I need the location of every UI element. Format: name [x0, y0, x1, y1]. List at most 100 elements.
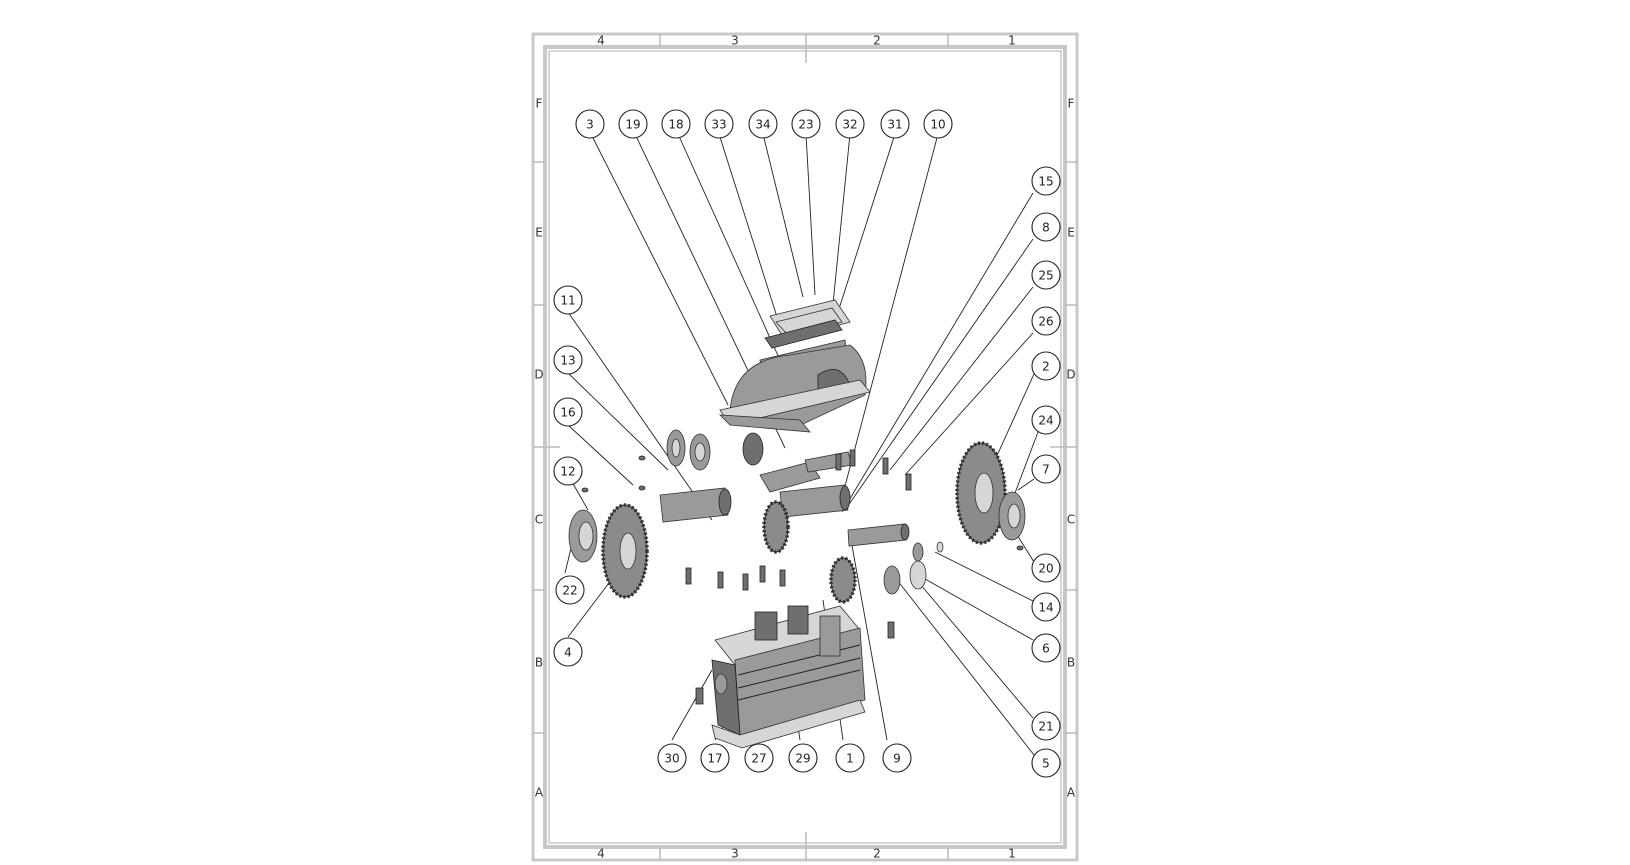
- item-balloon-circle: [657, 743, 687, 773]
- item-balloon-circle: [661, 109, 691, 139]
- item-balloon-circle: [744, 743, 774, 773]
- item-balloon-circle: [791, 109, 821, 139]
- item-balloon-circle: [553, 397, 583, 427]
- item-balloon: 5: [1031, 748, 1061, 778]
- item-balloon-circle: [1031, 454, 1061, 484]
- item-balloon: 1: [835, 743, 865, 773]
- item-balloon: 21: [1031, 711, 1061, 741]
- item-balloon-circle: [1031, 553, 1061, 583]
- item-balloon-circle: [618, 109, 648, 139]
- item-balloon: 17: [700, 743, 730, 773]
- item-balloon-number: 13: [560, 354, 575, 368]
- item-balloon: 4: [553, 637, 583, 667]
- zone-row-right-label: C: [1067, 513, 1075, 527]
- item-balloon-circle: [555, 575, 585, 605]
- zone-row-right-label: A: [1067, 786, 1076, 800]
- item-balloon-circle: [923, 109, 953, 139]
- item-balloon-circle: [700, 743, 730, 773]
- item-balloon: 12: [553, 456, 583, 486]
- item-balloon: 16: [553, 397, 583, 427]
- item-balloon-number: 25: [1038, 269, 1053, 283]
- item-balloon-number: 27: [751, 752, 766, 766]
- item-balloon-number: 33: [711, 118, 726, 132]
- zone-row-left-label: E: [535, 226, 543, 240]
- item-balloon-circle: [835, 743, 865, 773]
- item-balloon-number: 24: [1038, 414, 1053, 428]
- zone-row-left-label: A: [535, 786, 544, 800]
- zone-column-bottom-label: 3: [731, 847, 739, 861]
- item-balloon-number: 14: [1038, 601, 1053, 615]
- item-balloon: 13: [553, 345, 583, 375]
- item-balloon-number: 32: [842, 118, 857, 132]
- item-balloon: 19: [618, 109, 648, 139]
- zone-column-top-label: 4: [597, 34, 605, 48]
- item-balloon-number: 3: [586, 118, 594, 132]
- item-balloon-number: 21: [1038, 720, 1053, 734]
- item-balloon-number: 12: [560, 465, 575, 479]
- item-balloon: 24: [1031, 405, 1061, 435]
- gearbox-exploded-view: [568, 299, 1026, 749]
- zone-row-right-label: E: [1067, 226, 1075, 240]
- item-balloon: 32: [835, 109, 865, 139]
- upper-housing: [718, 299, 871, 433]
- lower-housing: [711, 605, 866, 749]
- item-balloon-number: 4: [564, 646, 572, 660]
- item-balloon-number: 10: [930, 118, 945, 132]
- item-balloon-number: 20: [1038, 562, 1053, 576]
- item-balloon-circle: [553, 345, 583, 375]
- large-gear-left: [601, 503, 649, 599]
- item-balloon-number: 9: [893, 752, 901, 766]
- item-balloon: 26: [1031, 306, 1061, 336]
- item-balloon: 6: [1031, 633, 1061, 663]
- item-balloon-circle: [1031, 351, 1061, 381]
- zone-row-left-label: D: [534, 368, 543, 382]
- item-balloon: 34: [748, 109, 778, 139]
- item-balloon: 33: [704, 109, 734, 139]
- item-balloon-circle: [748, 109, 778, 139]
- item-balloon: 10: [923, 109, 953, 139]
- zone-row-right-label: B: [1067, 656, 1075, 670]
- item-balloon-number: 11: [560, 294, 575, 308]
- item-balloon-number: 1: [846, 752, 854, 766]
- item-balloon-number: 19: [625, 118, 640, 132]
- item-balloon-circle: [1031, 306, 1061, 336]
- zone-column-bottom-label: 2: [873, 847, 881, 861]
- bearing-cover-left: [568, 509, 598, 563]
- item-balloon-number: 23: [798, 118, 813, 132]
- item-balloon-number: 16: [560, 406, 575, 420]
- item-balloon-number: 2: [1042, 360, 1050, 374]
- item-balloon-number: 26: [1038, 315, 1053, 329]
- bearing-cover-right: [998, 491, 1026, 541]
- item-balloon-circle: [1031, 405, 1061, 435]
- pinion-gears: [762, 500, 857, 604]
- zone-column-top-label: 1: [1008, 34, 1016, 48]
- zone-row-right-label: F: [1068, 97, 1075, 111]
- item-balloon: 30: [657, 743, 687, 773]
- zone-column-top-label: 3: [731, 34, 739, 48]
- zone-column-bottom-label: 1: [1008, 847, 1016, 861]
- item-balloon-number: 17: [707, 752, 722, 766]
- item-balloon-number: 18: [668, 118, 683, 132]
- item-balloon-number: 34: [755, 118, 770, 132]
- item-balloon-number: 29: [795, 752, 810, 766]
- item-balloon-circle: [882, 743, 912, 773]
- item-balloon: 14: [1031, 592, 1061, 622]
- item-balloon: 31: [880, 109, 910, 139]
- item-balloon-circle: [1031, 212, 1061, 242]
- zone-row-left-label: B: [535, 656, 543, 670]
- item-balloon-number: 8: [1042, 221, 1050, 235]
- item-balloon-circle: [553, 637, 583, 667]
- item-balloon-number: 6: [1042, 642, 1050, 656]
- item-balloon: 8: [1031, 212, 1061, 242]
- item-balloon-number: 7: [1042, 463, 1050, 477]
- item-balloon-circle: [1031, 748, 1061, 778]
- item-balloon: 29: [788, 743, 818, 773]
- item-balloon: 23: [791, 109, 821, 139]
- bearings: [666, 429, 944, 595]
- item-balloon: 15: [1031, 166, 1061, 196]
- item-balloon-circle: [835, 109, 865, 139]
- item-balloon-circle: [553, 285, 583, 315]
- item-balloon-circle: [880, 109, 910, 139]
- zone-row-left-label: C: [535, 513, 543, 527]
